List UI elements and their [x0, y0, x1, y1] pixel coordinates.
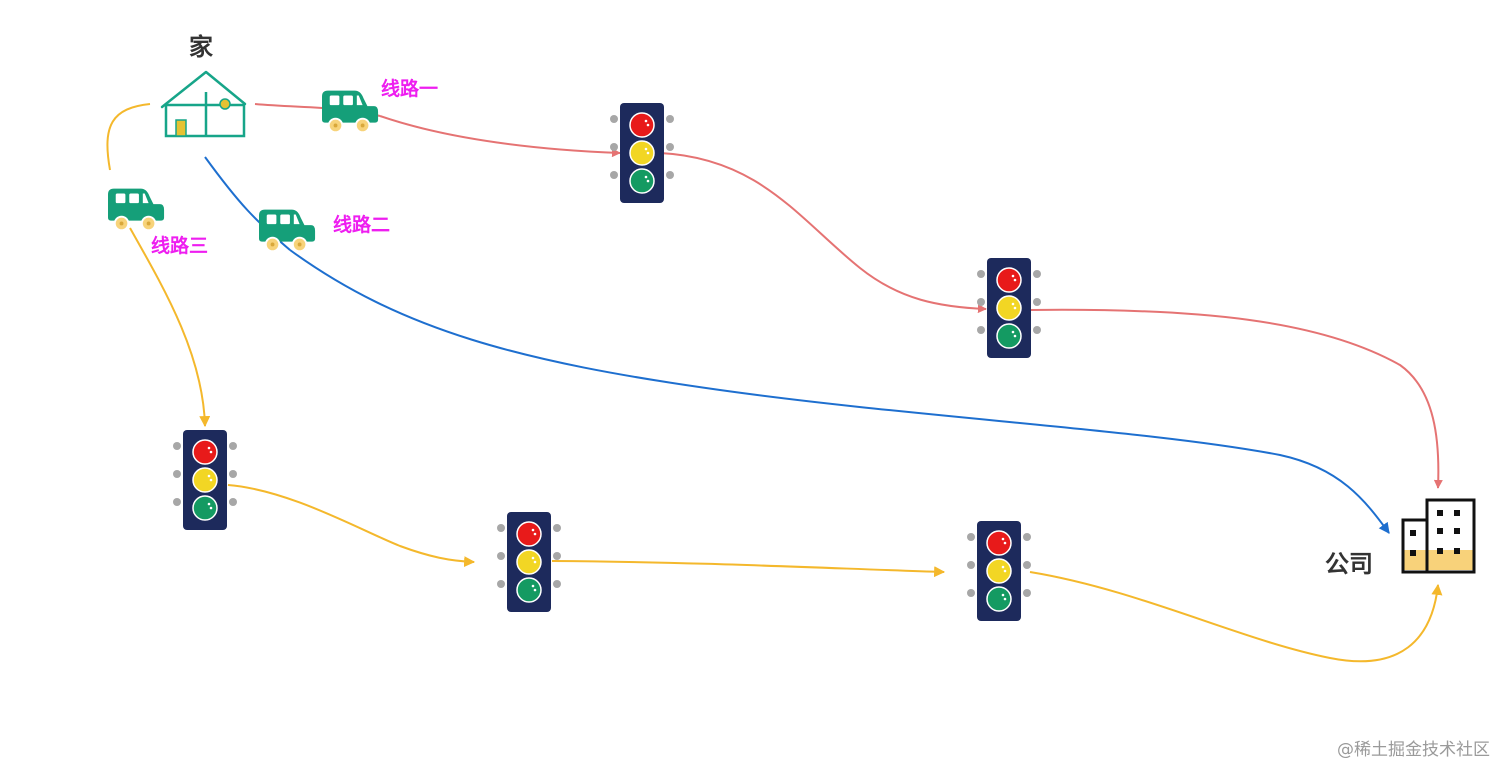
company-node: 公司	[1325, 498, 1476, 578]
watermark: @稀土掘金技术社区	[1337, 740, 1490, 760]
route-one-path	[254, 103, 1443, 489]
traffic-light-icon	[977, 258, 1041, 358]
house-icon	[160, 70, 247, 138]
company-label: 公司	[1325, 550, 1373, 578]
route-two-label: 线路二	[333, 213, 390, 236]
home-label: 家	[189, 33, 213, 61]
route-three-path	[106, 103, 1443, 663]
car-icon	[108, 189, 164, 231]
route-three-label: 线路三	[151, 234, 208, 257]
office-building-icon	[1401, 498, 1476, 574]
car-icon	[322, 91, 378, 133]
home-node: 家	[160, 33, 247, 138]
traffic-light-icon	[173, 430, 237, 530]
traffic-light-icon	[967, 521, 1031, 621]
traffic-light-icon	[497, 512, 561, 612]
car-icon	[259, 210, 315, 252]
route-one-label: 线路一	[381, 77, 438, 100]
